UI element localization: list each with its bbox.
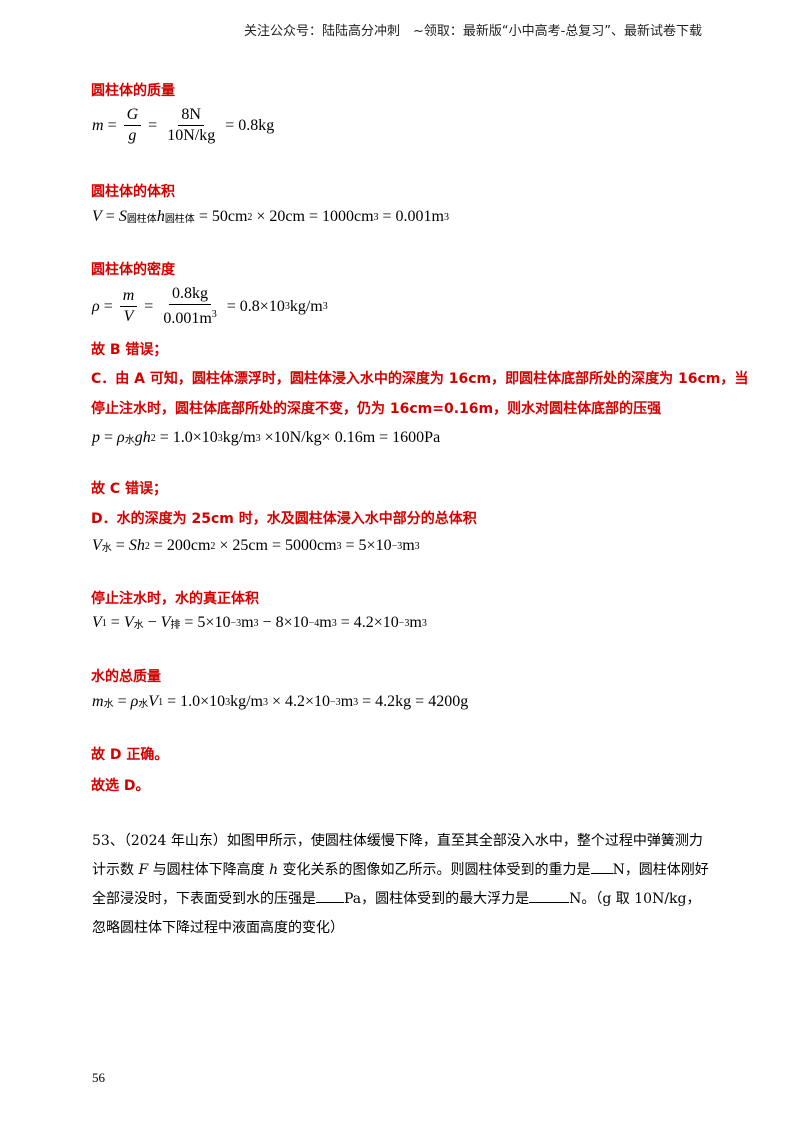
page-header: 关注公众号：陆陆高分冲刺 ~领取：最新版“小中高考-总复习”、最新试卷下载 (243, 24, 702, 39)
question-53: 53、（2024 年山东）如图甲所示，使圆柱体缓慢下降，直至其全部没入水中，整个… (92, 827, 712, 943)
question-text-1: 53、（2024 年山东）如图甲所示，使圆柱体缓慢下降，直至其全部没入水中，整个… (92, 833, 703, 878)
final-answer: 故选 D。 (91, 778, 150, 794)
option-c-line2: 停止注水时，圆柱体底部所处的深度不变，仍为 16cm=0.16m，则水对圆柱体底… (91, 401, 662, 417)
question-var-f: F (138, 862, 149, 878)
conclusion-d: 故 D 正确。 (91, 747, 169, 763)
heading-density: 圆柱体的密度 (91, 262, 175, 278)
blank-gravity[interactable] (590, 859, 613, 874)
option-c-line1: C．由 A 可知，圆柱体漂浮时，圆柱体浸入水中的深度为 16cm，即圆柱体底部所… (91, 371, 749, 387)
blank-pressure[interactable] (316, 888, 344, 903)
question-text-5: Pa，圆柱体受到的最大浮力是 (344, 891, 530, 907)
heading-total-mass: 水的总质量 (91, 669, 161, 685)
question-text-4: N，圆柱体刚好全部浸没时，下表面受到水的压强是 (92, 862, 709, 907)
question-text-3: 变化关系的图像如乙所示。则圆柱体受到的重力是 (278, 862, 591, 878)
heading-stop-volume: 停止注水时，水的真正体积 (91, 591, 259, 607)
heading-volume: 圆柱体的体积 (91, 184, 175, 200)
question-var-h: h (269, 862, 279, 878)
question-text-2: 与圆柱体下降高度 (148, 862, 270, 878)
blank-buoyancy[interactable] (529, 888, 570, 903)
conclusion-b: 故 B 错误； (91, 342, 168, 358)
conclusion-c: 故 C 错误； (91, 481, 168, 497)
heading-mass: 圆柱体的质量 (91, 83, 175, 99)
page-number: 56 (92, 1070, 105, 1085)
question-text-6: N。（g 取 10N/kg，忽略圆柱体下降过程中液面高度的变化） (92, 891, 701, 936)
option-d-line1: D．水的深度为 25cm 时，水及圆柱体浸入水中部分的总体积 (91, 511, 477, 527)
